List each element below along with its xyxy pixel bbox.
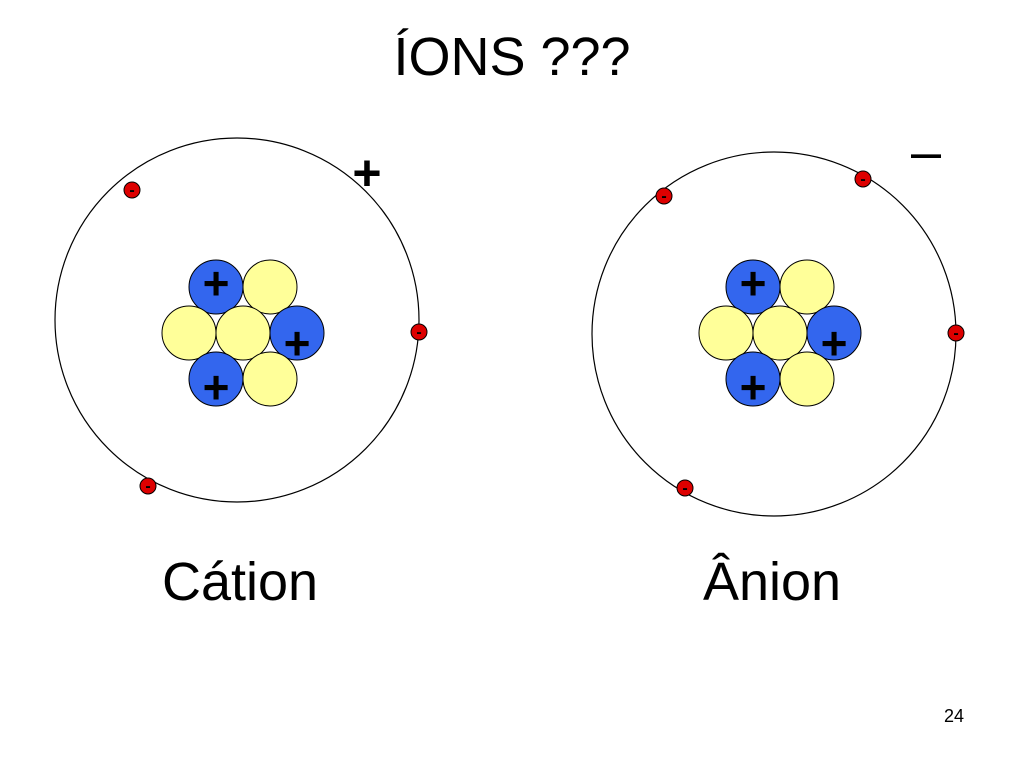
anion-nucleus: + + + bbox=[698, 257, 862, 413]
proton bbox=[725, 259, 781, 315]
cation-atom: + + + - - - + bbox=[54, 137, 428, 503]
proton bbox=[269, 305, 325, 361]
proton-sign: + bbox=[740, 257, 767, 309]
proton bbox=[725, 351, 781, 407]
anion-charge-symbol: – bbox=[911, 122, 941, 182]
electron-sign: - bbox=[860, 171, 865, 188]
electron: - bbox=[123, 181, 141, 199]
cation-orbit bbox=[54, 137, 420, 503]
neutron bbox=[161, 305, 217, 361]
proton bbox=[188, 259, 244, 315]
cation-nucleus: + + + bbox=[161, 257, 325, 413]
electron-sign: - bbox=[129, 182, 134, 199]
proton-sign: + bbox=[740, 361, 767, 413]
cation-charge-symbol: + bbox=[352, 145, 381, 201]
electron-sign: - bbox=[416, 324, 421, 341]
anion-label: Ânion bbox=[702, 552, 842, 612]
proton bbox=[188, 351, 244, 407]
page-number: 24 bbox=[943, 706, 964, 726]
neutron bbox=[242, 259, 298, 315]
proton bbox=[806, 305, 862, 361]
electron-sign: - bbox=[953, 325, 958, 342]
slide-title: ÍONS ??? bbox=[393, 27, 631, 87]
electron: - bbox=[410, 323, 428, 341]
electron: - bbox=[676, 479, 694, 497]
electron: - bbox=[947, 324, 965, 342]
electron: - bbox=[655, 187, 673, 205]
electron: - bbox=[139, 477, 157, 495]
proton-sign: + bbox=[821, 317, 848, 369]
cation-label: Cátion bbox=[161, 552, 319, 612]
anion-atom: + + + - - - - – bbox=[591, 122, 965, 517]
electron-sign: - bbox=[145, 478, 150, 495]
proton-sign: + bbox=[203, 257, 230, 309]
neutron bbox=[779, 259, 835, 315]
electron: - bbox=[854, 170, 872, 188]
proton-sign: + bbox=[284, 317, 311, 369]
neutron bbox=[752, 305, 808, 361]
neutron bbox=[215, 305, 271, 361]
neutron bbox=[698, 305, 754, 361]
proton-sign: + bbox=[203, 361, 230, 413]
electron-sign: - bbox=[682, 480, 687, 497]
electron-sign: - bbox=[661, 188, 666, 205]
